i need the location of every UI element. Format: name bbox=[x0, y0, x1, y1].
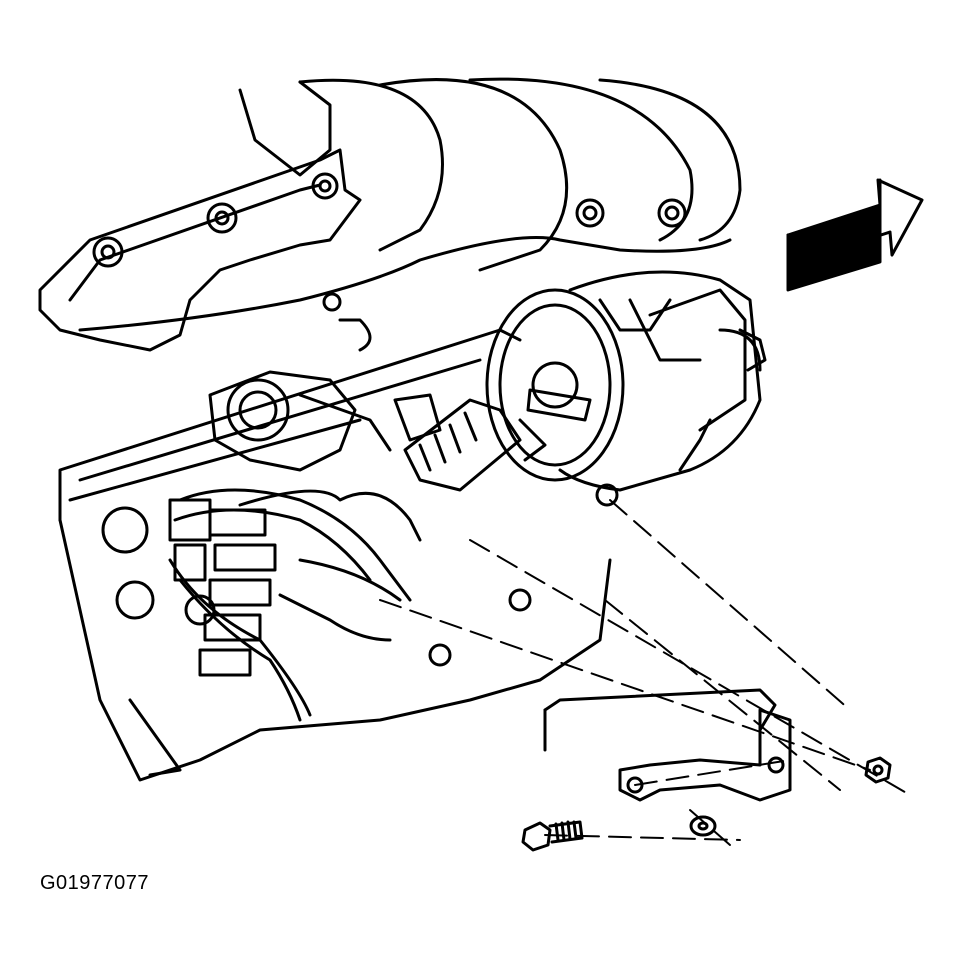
throttle-body bbox=[210, 372, 440, 470]
figure-code: G01977077 bbox=[40, 872, 150, 894]
bolt-icon bbox=[523, 822, 582, 850]
alternator bbox=[487, 272, 765, 505]
intake-manifold bbox=[40, 79, 740, 350]
assembly-lines bbox=[380, 500, 910, 845]
direction-arrow-icon bbox=[788, 180, 922, 290]
washer-icon bbox=[691, 817, 715, 835]
alternator-bracket bbox=[545, 690, 790, 800]
oil-filter-pipe bbox=[405, 400, 520, 490]
engine-block bbox=[60, 330, 610, 780]
nut-icon bbox=[866, 758, 890, 782]
wiring-harness bbox=[170, 320, 420, 720]
manifold-bolt-bosses bbox=[94, 174, 685, 266]
